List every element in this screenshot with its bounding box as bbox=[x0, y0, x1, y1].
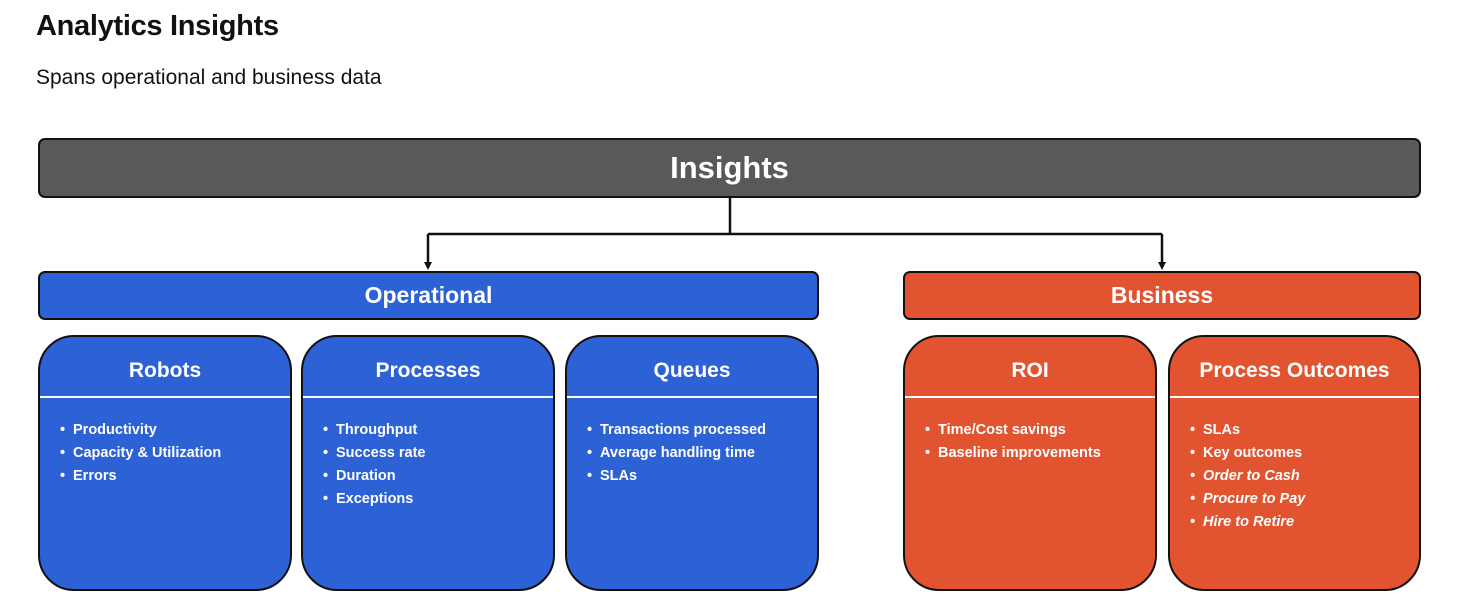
list-item: Key outcomes bbox=[1188, 442, 1409, 465]
page-title: Analytics Insights bbox=[36, 10, 279, 42]
card-divider bbox=[567, 396, 817, 398]
card-bullet-list: Productivity Capacity & Utilization Erro… bbox=[58, 419, 280, 488]
list-item: Baseline improvements bbox=[923, 442, 1145, 465]
list-item: Errors bbox=[58, 465, 280, 488]
card-bullet-list: Transactions processed Average handling … bbox=[585, 419, 807, 488]
list-item: Average handling time bbox=[585, 442, 807, 465]
card-process-outcomes: Process Outcomes SLAs Key outcomes Order… bbox=[1168, 335, 1421, 591]
list-item: Order to Cash bbox=[1188, 465, 1409, 488]
list-item: SLAs bbox=[585, 465, 807, 488]
list-item: Procure to Pay bbox=[1188, 488, 1409, 511]
list-item: Throughput bbox=[321, 419, 543, 442]
card-title: ROI bbox=[1011, 359, 1049, 382]
list-item: Hire to Retire bbox=[1188, 511, 1409, 534]
card-bullet-list: Throughput Success rate Duration Excepti… bbox=[321, 419, 543, 511]
list-item: Productivity bbox=[58, 419, 280, 442]
list-item: Capacity & Utilization bbox=[58, 442, 280, 465]
card-robots: Robots Productivity Capacity & Utilizati… bbox=[38, 335, 292, 591]
list-item: Exceptions bbox=[321, 488, 543, 511]
insights-bar: Insights bbox=[38, 138, 1421, 198]
card-divider bbox=[303, 396, 553, 398]
card-divider bbox=[1170, 396, 1419, 398]
card-processes: Processes Throughput Success rate Durati… bbox=[301, 335, 555, 591]
list-item: SLAs bbox=[1188, 419, 1409, 442]
card-divider bbox=[40, 396, 290, 398]
card-title: Robots bbox=[128, 359, 202, 382]
card-divider bbox=[905, 396, 1155, 398]
card-bullet-list: SLAs Key outcomes Order to Cash Procure … bbox=[1188, 419, 1409, 534]
page-subtitle: Spans operational and business data bbox=[36, 66, 382, 89]
business-bar: Business bbox=[903, 271, 1421, 320]
card-title: Processes bbox=[375, 359, 481, 382]
list-item: Transactions processed bbox=[585, 419, 807, 442]
card-queues: Queues Transactions processed Average ha… bbox=[565, 335, 819, 591]
operational-bar: Operational bbox=[38, 271, 819, 320]
card-title: Process Outcomes bbox=[1199, 359, 1390, 382]
list-item: Success rate bbox=[321, 442, 543, 465]
card-roi: ROI Time/Cost savings Baseline improveme… bbox=[903, 335, 1157, 591]
list-item: Duration bbox=[321, 465, 543, 488]
list-item: Time/Cost savings bbox=[923, 419, 1145, 442]
card-title: Queues bbox=[653, 359, 731, 382]
card-bullet-list: Time/Cost savings Baseline improvements bbox=[923, 419, 1145, 465]
